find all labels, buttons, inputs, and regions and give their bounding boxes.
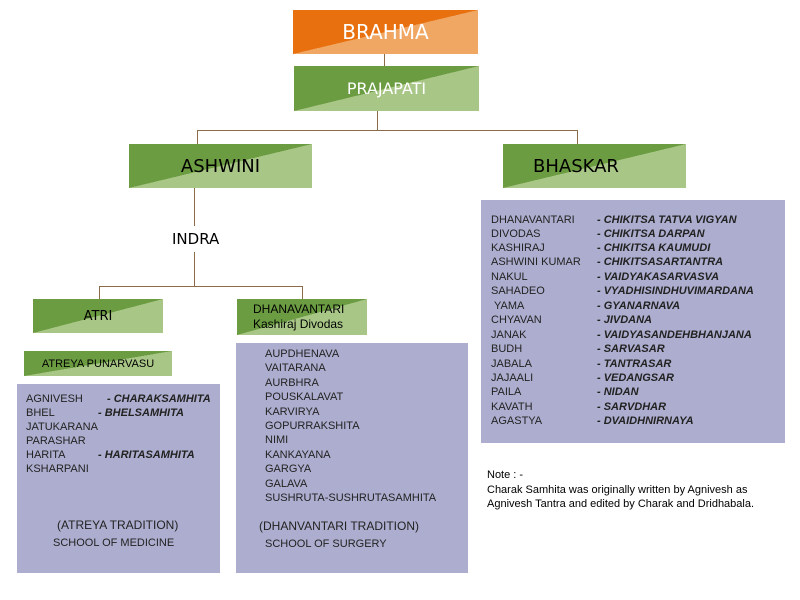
dhanavantari-line1: DHANAVANTARI <box>253 302 345 316</box>
list-item: VAITARANA <box>265 362 326 374</box>
connector-to-atri <box>99 286 100 299</box>
list-item: GOPURRAKSHITA <box>265 420 360 432</box>
connector-mid-horizontal <box>99 286 303 287</box>
school-label: SCHOOL OF MEDICINE <box>53 537 175 549</box>
bhaskar-panel: DHANAVANTARI- CHIKITSA TATVA VIGYAN DIVO… <box>481 200 785 443</box>
connector-to-bhaskar <box>577 130 578 144</box>
atreya-punarvasu-node: ATREYA PUNARVASU <box>24 351 172 376</box>
connector-indra-down <box>194 252 195 286</box>
atri-node: ATRI <box>33 299 163 333</box>
list-item: NIMI <box>265 434 289 446</box>
connector-prajapati-down <box>377 111 378 130</box>
connector-top-horizontal <box>197 130 578 131</box>
list-item: POUSKALAVAT <box>265 391 344 403</box>
list-item: KANKAYANA <box>265 449 331 461</box>
dhanavantari-node: DHANAVANTARI Kashiraj Divodas <box>237 299 367 335</box>
connector-brahma-prajapati <box>384 54 385 66</box>
list-item: GALAVA <box>265 478 308 490</box>
list-item: AUPDHENAVA <box>265 348 340 360</box>
tradition-label: (ATREYA TRADITION) <box>57 518 179 532</box>
list-item: GARGYA <box>265 463 312 475</box>
bhaskar-node: BHASKAR <box>503 144 686 188</box>
list-item: KARVIRYA <box>265 406 320 418</box>
brahma-node: BRAHMA <box>293 10 478 54</box>
brahma-label: BRAHMA <box>342 20 429 44</box>
school-label: SCHOOL OF SURGERY <box>265 538 387 550</box>
indra-label: INDRA <box>172 230 220 248</box>
prajapati-label: PRAJAPATI <box>346 79 427 98</box>
ashwini-node: ASHWINI <box>129 144 312 188</box>
bhaskar-label: BHASKAR <box>533 155 619 177</box>
list-item: AURBHRA <box>265 377 319 389</box>
connector-ashwini-indra <box>194 188 195 226</box>
ashwini-label: ASHWINI <box>180 155 261 177</box>
prajapati-node: PRAJAPATI <box>294 66 479 111</box>
atreya-punarvasu-label: ATREYA PUNARVASU <box>41 357 155 370</box>
note-heading: Note : - <box>487 469 524 481</box>
tradition-label: (DHANVANTARI TRADITION) <box>259 519 420 533</box>
connector-to-ashwini <box>197 130 198 144</box>
note-line-1: Charak Samhita was originally written by… <box>487 484 748 496</box>
dhanvantari-panel: AUPDHENAVA VAITARANA AURBHRA POUSKALAVAT… <box>236 343 468 573</box>
atreya-panel: AGNIVESH- CHARAKSAMHITA BHEL- BHELSAMHIT… <box>17 384 220 573</box>
note-line-2: Agnivesh Tantra and edited by Charak and… <box>487 498 755 510</box>
list-item: SUSHRUTA-SUSHRUTASAMHITA <box>265 492 437 504</box>
atri-label: ATRI <box>83 308 113 324</box>
connector-to-dhanavantari <box>302 286 303 299</box>
dhanavantari-line2: Kashiraj Divodas <box>253 317 344 331</box>
